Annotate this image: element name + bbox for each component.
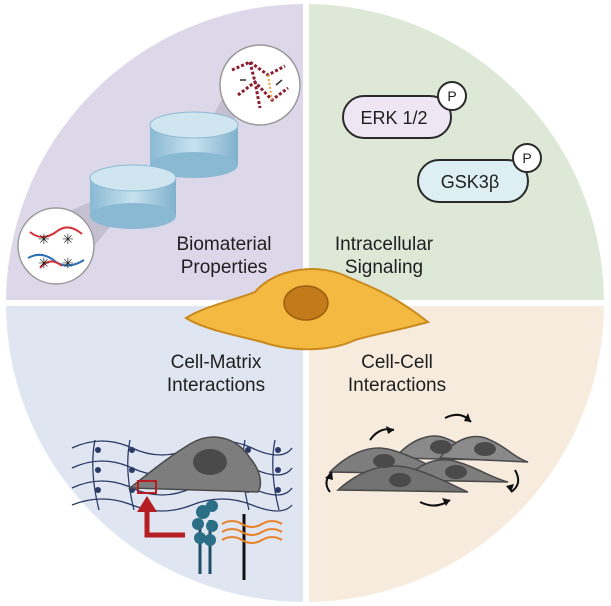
zoom-arrow-head <box>137 496 157 512</box>
signaling-label-line2: Signaling <box>345 257 423 278</box>
svg-text:✳: ✳ <box>62 256 74 272</box>
gsk-phospho-label: P <box>522 150 531 166</box>
gsk-label: GSK3β <box>441 172 499 192</box>
gsk-phospho-badge <box>512 143 542 173</box>
biomaterial-label-line1: Biomaterial <box>176 234 271 255</box>
adherent-cell-nucleus <box>193 449 227 475</box>
biomaterial-illustration: ✳ ✳ ✳ ✳ <box>17 44 301 285</box>
gsk-pill: GSK3β P <box>417 143 542 203</box>
biomaterial-label-line2: Properties <box>181 257 268 278</box>
hydrogel-disc-bottom <box>89 164 177 229</box>
outer-circle <box>4 2 606 604</box>
cell-cluster <box>328 435 529 493</box>
central-cell-nucleus <box>283 285 329 321</box>
erk-phospho-label: P <box>447 88 456 104</box>
cell-cell-label-line2: Interactions <box>348 375 446 396</box>
adherent-cell <box>127 436 262 493</box>
erk-phospho-badge <box>437 81 467 111</box>
svg-text:✳: ✳ <box>38 232 50 248</box>
cell-matrix-label-line1: Cell-Matrix <box>171 352 262 373</box>
integrin-receptor <box>192 500 218 574</box>
zoom-arrow <box>144 508 185 538</box>
hydrogel-disc-top <box>149 111 239 178</box>
migration-arrowheads <box>325 413 514 506</box>
erk-pill: ERK 1/2 P <box>342 81 467 139</box>
cell-matrix-label-line2: Interactions <box>167 375 265 396</box>
svg-text:✳: ✳ <box>62 232 74 248</box>
erk-label: ERK 1/2 <box>360 108 427 128</box>
central-cell <box>184 268 431 351</box>
cell-cell-label-line1: Cell-Cell <box>361 352 433 373</box>
polymer-network-zoom-bottom: ✳ ✳ ✳ ✳ <box>17 207 95 285</box>
signaling-label-line1: Intracellular <box>335 234 434 255</box>
polymer-network-zoom-top <box>219 44 301 126</box>
ecm-protein-fibers <box>221 514 283 580</box>
svg-text:✳: ✳ <box>38 256 50 272</box>
focal-adhesion-highlight <box>137 480 157 494</box>
